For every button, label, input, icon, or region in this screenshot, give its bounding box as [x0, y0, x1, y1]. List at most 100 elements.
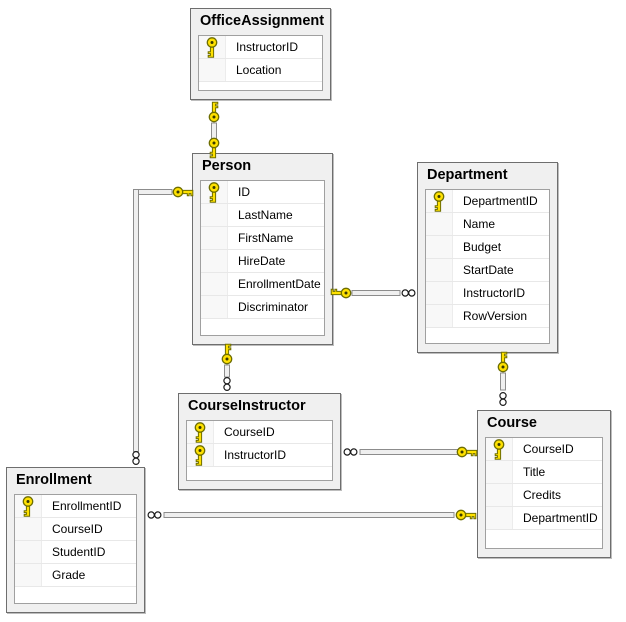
column-name: InstructorID	[224, 448, 287, 462]
column-name: Budget	[463, 240, 502, 254]
relationship-person-department[interactable]	[330, 287, 416, 299]
column-row[interactable]: ID	[201, 181, 324, 204]
key-icon	[330, 287, 352, 299]
table-title[interactable]: OfficeAssignment	[200, 13, 325, 29]
column-name: EnrollmentID	[52, 499, 122, 513]
relationship-person-courseinstructor[interactable]	[221, 343, 233, 391]
key-icon	[497, 351, 509, 373]
column-name: InstructorID	[463, 286, 526, 300]
column-row[interactable]: HireDate	[201, 250, 324, 273]
column-row[interactable]: StudentID	[15, 541, 136, 564]
column-row[interactable]: InstructorID	[426, 282, 549, 305]
column-name: LastName	[238, 208, 293, 222]
primary-key-icon	[187, 444, 214, 466]
connector-line	[133, 189, 173, 195]
infinity-icon	[401, 289, 416, 297]
column-row[interactable]: DepartmentID	[486, 507, 602, 530]
key-icon	[208, 101, 220, 123]
table-title[interactable]: Course	[487, 415, 537, 431]
column-name: Location	[236, 63, 282, 77]
table-courseinstructor[interactable]: CourseInstructor CourseID InstructorID	[178, 393, 341, 490]
table-title[interactable]: Person	[202, 158, 252, 174]
column-name: EnrollmentDate	[238, 277, 321, 291]
table-title[interactable]: Enrollment	[16, 472, 92, 488]
column-row[interactable]: StartDate	[426, 259, 549, 282]
row-icon-cell	[426, 236, 453, 258]
row-icon-cell	[201, 227, 228, 249]
column-name: InstructorID	[236, 40, 299, 54]
primary-key-icon	[486, 438, 513, 460]
relationship-course-courseinstructor[interactable]	[343, 446, 478, 458]
column-name: CourseID	[523, 442, 574, 456]
connector-line	[351, 290, 401, 296]
column-name: ID	[238, 185, 250, 199]
column-name: FirstName	[238, 231, 294, 245]
column-row[interactable]: CourseID	[15, 518, 136, 541]
column-row[interactable]: Budget	[426, 236, 549, 259]
row-icon-cell	[426, 305, 453, 327]
infinity-icon	[147, 511, 162, 519]
row-icon-cell	[199, 59, 226, 81]
column-row[interactable]: InstructorID	[187, 444, 332, 467]
row-icon-cell	[201, 204, 228, 226]
column-row[interactable]: Discriminator	[201, 296, 324, 319]
column-name: Grade	[52, 568, 86, 582]
relationship-department-course[interactable]	[497, 351, 509, 406]
row-icon-cell	[426, 213, 453, 235]
relationship-course-enrollment[interactable]	[147, 509, 477, 521]
primary-key-icon	[199, 36, 226, 58]
column-row[interactable]: EnrollmentDate	[201, 273, 324, 296]
table-officeassignment[interactable]: OfficeAssignment InstructorID Location	[190, 8, 331, 100]
key-icon	[172, 186, 194, 198]
row-icon-cell	[426, 259, 453, 281]
row-icon-cell	[201, 273, 228, 295]
column-row[interactable]: Credits	[486, 484, 602, 507]
column-name: RowVersion	[463, 309, 528, 323]
infinity-icon	[132, 451, 140, 465]
column-row[interactable]: LastName	[201, 204, 324, 227]
column-name: Title	[523, 465, 546, 479]
column-row[interactable]: DepartmentID	[426, 190, 549, 213]
row-icon-cell	[426, 282, 453, 304]
primary-key-icon	[187, 421, 214, 443]
primary-key-icon	[426, 190, 453, 212]
connector-line	[163, 512, 455, 518]
column-name: Name	[463, 217, 496, 231]
column-row[interactable]: Location	[199, 59, 322, 82]
infinity-icon	[223, 377, 231, 391]
key-icon	[221, 343, 233, 365]
column-name: HireDate	[238, 254, 286, 268]
table-title[interactable]: CourseInstructor	[188, 398, 306, 414]
key-icon	[456, 446, 478, 458]
primary-key-icon	[15, 495, 42, 517]
column-row[interactable]: FirstName	[201, 227, 324, 250]
row-icon-cell	[15, 541, 42, 563]
connector-line	[133, 189, 139, 452]
column-row[interactable]: EnrollmentID	[15, 495, 136, 518]
column-row[interactable]: Name	[426, 213, 549, 236]
column-name: Credits	[523, 488, 562, 502]
column-row[interactable]: Grade	[15, 564, 136, 587]
column-row[interactable]: Title	[486, 461, 602, 484]
column-row[interactable]: InstructorID	[199, 36, 322, 59]
relationship-officeassignment-person[interactable]	[208, 101, 220, 159]
column-row[interactable]: RowVersion	[426, 305, 549, 328]
key-icon	[455, 509, 477, 521]
column-name: DepartmentID	[523, 511, 598, 525]
connector-line	[500, 372, 506, 391]
table-columns-grid: InstructorID Location	[198, 35, 323, 91]
column-row[interactable]: CourseID	[486, 438, 602, 461]
infinity-icon	[499, 392, 507, 406]
column-row[interactable]: CourseID	[187, 421, 332, 444]
table-title[interactable]: Department	[427, 167, 508, 183]
infinity-icon	[343, 448, 358, 456]
row-icon-cell	[201, 296, 228, 318]
